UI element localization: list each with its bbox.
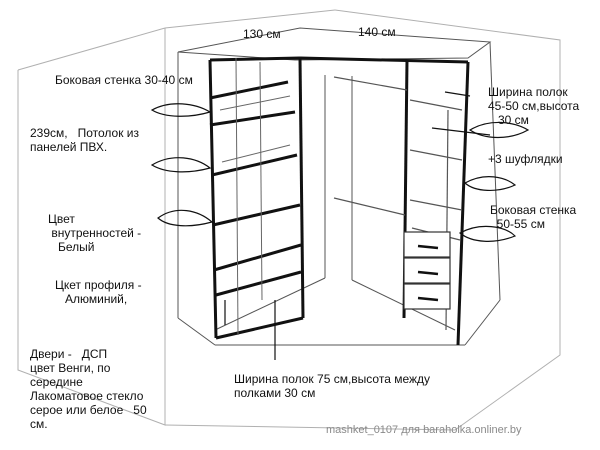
- wardrobe-outline: [177, 27, 501, 346]
- note-shelf-width-center: Ширина полок 75 см,высота между полками …: [234, 372, 431, 400]
- note-shelf-width-right: Ширина полок 45-50 см,высота 30 см: [488, 85, 580, 127]
- dimension-right-width: 140 см: [358, 25, 396, 39]
- note-drawers: +3 шуфлядки: [488, 152, 563, 166]
- left-section: [208, 56, 305, 340]
- note-height-ceiling: 239см, Потолок из панелей ПВХ.: [30, 126, 140, 154]
- note-pointers: [150, 91, 530, 360]
- drawers: [403, 231, 451, 310]
- watermark: mashket_0107 для baraholka.onliner.by: [326, 424, 522, 436]
- note-profile-color: Цкет профиля - Алюминий,: [55, 278, 142, 306]
- note-side-wall-right: Боковая стенка 50-55 см: [490, 203, 577, 231]
- note-inner-color: Цвет внутренностей - Белый: [48, 212, 142, 254]
- drawer-handles: [417, 244, 439, 302]
- room-outline: [17, 9, 561, 431]
- left-section-inner: [219, 57, 291, 336]
- dimension-left-width: 130 см: [243, 27, 281, 41]
- note-side-wall-left: Боковая стенка 30-40 см: [55, 73, 193, 87]
- note-doors: Двери - ДСП цвет Венги, по середине Лако…: [30, 347, 147, 431]
